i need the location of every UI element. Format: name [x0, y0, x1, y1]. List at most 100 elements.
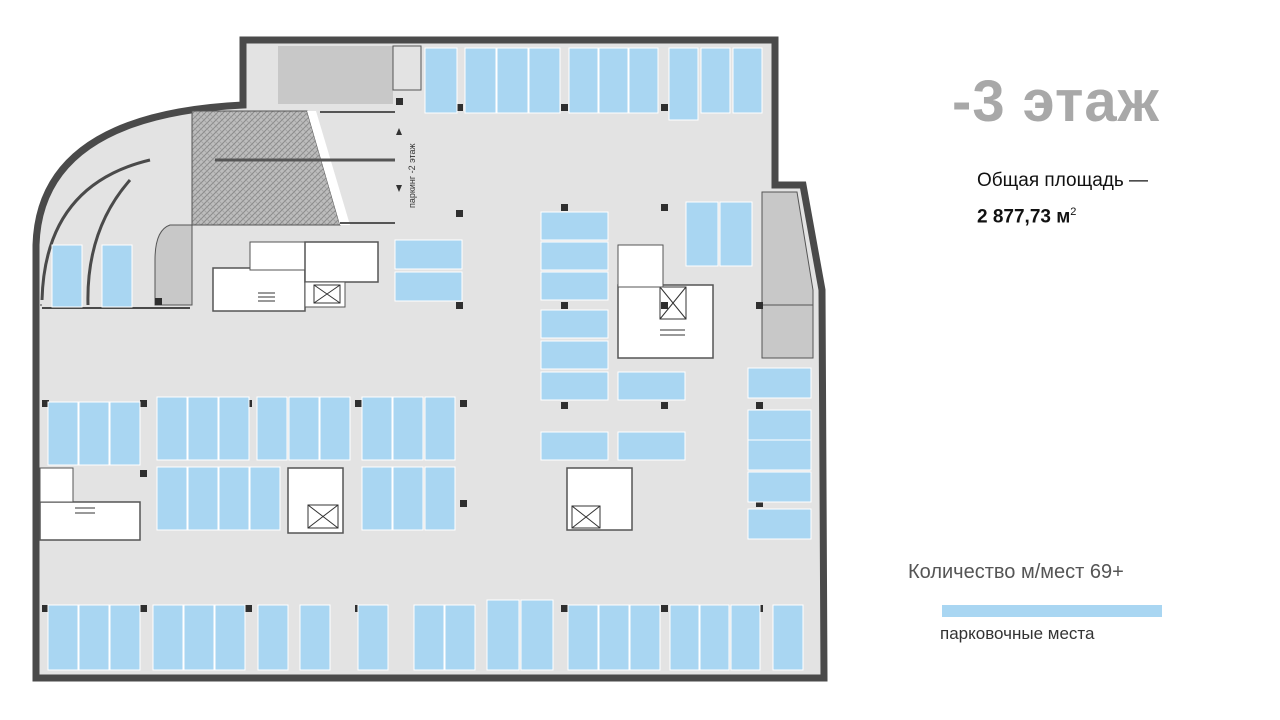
parking-spot	[424, 466, 456, 531]
structural-column	[661, 402, 668, 409]
parking-spot	[629, 604, 661, 671]
parking-spot	[540, 340, 609, 370]
structural-column	[456, 104, 463, 111]
structural-column	[140, 605, 147, 612]
parking-spot	[540, 309, 609, 339]
structural-column	[561, 204, 568, 211]
structural-column	[456, 302, 463, 309]
structural-column	[661, 302, 668, 309]
parking-spot	[669, 604, 700, 671]
parking-spot	[413, 604, 445, 671]
parking-spot	[187, 396, 219, 461]
parking-spot	[747, 508, 812, 540]
parking-spot	[47, 401, 79, 466]
stair-core	[617, 244, 714, 359]
parking-spot	[700, 47, 731, 114]
parking-spot	[78, 401, 110, 466]
parking-spot	[156, 466, 188, 531]
parking-spot	[51, 244, 83, 308]
structural-column	[661, 605, 668, 612]
total-area-value: 2 877,73 м2	[977, 206, 1076, 228]
parking-spot	[486, 599, 520, 671]
parking-spot	[747, 409, 812, 441]
stair-core	[39, 467, 141, 541]
parking-spot	[361, 396, 393, 461]
parking-spot	[424, 396, 456, 461]
parking-spot	[394, 271, 463, 302]
parking-spot	[568, 47, 599, 114]
parking-spot	[361, 466, 393, 531]
legend-swatch	[942, 605, 1162, 617]
parking-spot	[187, 466, 219, 531]
parking-spot	[319, 396, 351, 461]
parking-spot	[617, 371, 686, 401]
parking-spot	[109, 401, 141, 466]
structural-column	[561, 104, 568, 111]
parking-spot	[540, 241, 609, 271]
parking-spot	[747, 471, 812, 503]
parking-spot	[101, 244, 133, 308]
floor-title: -3 этаж	[952, 69, 1160, 134]
parking-spot	[747, 367, 812, 399]
structural-column	[460, 400, 467, 407]
parking-spot	[685, 201, 719, 267]
ramp: паркинг -2 этаж	[154, 110, 417, 306]
parking-spot	[730, 604, 761, 671]
parking-spot	[464, 47, 497, 114]
parking-spot	[249, 466, 281, 531]
parking-spot	[109, 604, 141, 671]
parking-spot	[392, 396, 424, 461]
parking-spot	[540, 431, 609, 461]
parking-spot	[772, 604, 804, 671]
parking-spot	[668, 47, 699, 121]
parking-spot	[257, 604, 289, 671]
parking-spot	[218, 466, 250, 531]
legend-label: парковочные места	[940, 624, 1095, 643]
structural-column	[396, 98, 403, 105]
service-room	[278, 46, 393, 104]
parking-spot	[288, 396, 320, 461]
parking-spot	[747, 439, 812, 471]
structural-column	[355, 400, 362, 407]
structural-column	[661, 204, 668, 211]
parking-spot	[444, 604, 476, 671]
total-area-label: Общая площадь —	[977, 170, 1149, 191]
parking-spot	[598, 47, 629, 114]
elevator-core	[287, 467, 344, 534]
parking-spot	[540, 211, 609, 241]
structural-column	[756, 302, 763, 309]
parking-spot	[598, 604, 630, 671]
structural-column	[155, 298, 162, 305]
parking-spot	[567, 604, 599, 671]
parking-spot	[47, 604, 79, 671]
parking-spot	[617, 431, 686, 461]
ramp-label: паркинг -2 этаж	[407, 143, 417, 208]
structural-column	[561, 605, 568, 612]
parking-spot	[424, 47, 458, 114]
parking-spot	[394, 239, 463, 270]
parking-spot	[218, 396, 250, 461]
parking-spot	[628, 47, 659, 114]
parking-spot	[496, 47, 529, 114]
structural-column	[561, 402, 568, 409]
parking-spot	[540, 371, 609, 401]
parking-spot	[520, 599, 554, 671]
parking-spot	[719, 201, 753, 267]
parking-spot	[156, 396, 188, 461]
parking-spot	[256, 396, 288, 461]
structural-column	[140, 470, 147, 477]
area-unit-superscript: 2	[1070, 206, 1077, 218]
structural-column	[42, 605, 49, 612]
parking-spots-count: Количество м/мест 69+	[908, 561, 1124, 583]
structural-column	[456, 210, 463, 217]
parking-spot	[732, 47, 763, 114]
floor-slab	[32, 36, 828, 682]
floor-plan: паркинг -2 этаж	[32, 36, 828, 682]
parking-spot	[183, 604, 215, 671]
structural-column	[561, 302, 568, 309]
structural-column	[756, 402, 763, 409]
structural-column	[42, 400, 49, 407]
parking-spot	[699, 604, 730, 671]
structural-column	[661, 104, 668, 111]
structural-column	[140, 400, 147, 407]
